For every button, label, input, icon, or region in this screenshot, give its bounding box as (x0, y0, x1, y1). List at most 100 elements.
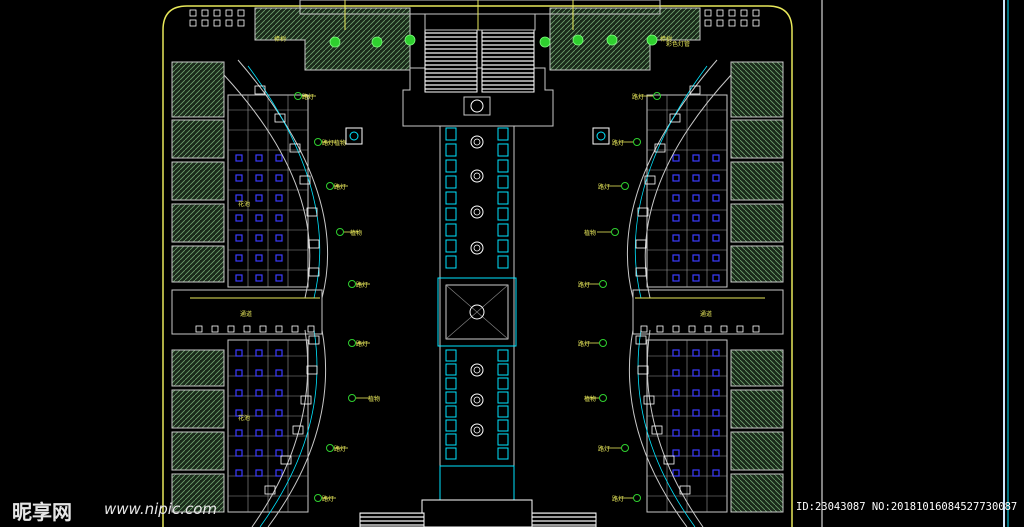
label-tree: 樟树 (660, 35, 672, 43)
column-marker (235, 234, 243, 242)
column-marker (275, 194, 283, 202)
column-marker (275, 349, 283, 357)
lamp-symbol (611, 228, 619, 236)
arcade-bench (643, 395, 655, 405)
column-marker (672, 469, 680, 477)
planting-bed (171, 119, 225, 159)
arcade-bench (274, 113, 286, 123)
watermark-id: ID:23043087 NO:20181016084527730087 (796, 501, 1018, 513)
arcade-inner-bottom (646, 329, 704, 527)
south-stairs (359, 512, 425, 527)
arcade-bench (300, 395, 312, 405)
label-lamp: 路灯 (632, 93, 644, 101)
arcade-outer-bottom (628, 329, 688, 527)
label-lamp: 路灯 (334, 445, 346, 453)
kiosk-icon (596, 131, 606, 141)
window-mark (704, 9, 712, 17)
arcade-bench (635, 239, 647, 249)
window-mark (728, 19, 736, 27)
window-mark (716, 19, 724, 27)
column-marker (692, 154, 700, 162)
paving-medallion (470, 363, 484, 377)
lamp-symbol (326, 182, 334, 190)
corridor-bollard (720, 325, 728, 333)
window-mark (237, 9, 245, 17)
corridor-bollard (672, 325, 680, 333)
watermark-url: www.nipic.com (104, 500, 218, 518)
window-mark (740, 19, 748, 27)
column-marker (712, 274, 720, 282)
paving-cell (497, 349, 509, 362)
corridor-bollard (275, 325, 283, 333)
planting-bed (730, 245, 784, 283)
entrance-emblem (463, 96, 491, 116)
window-mark (728, 9, 736, 17)
arcade-bench (654, 143, 666, 153)
label-lamp: 路灯 (322, 139, 334, 147)
planting-bed (730, 349, 784, 387)
corridor-bollard (640, 325, 648, 333)
column-marker (692, 449, 700, 457)
column-marker (692, 349, 700, 357)
paving-cell (497, 255, 509, 269)
column-marker (255, 469, 263, 477)
planting-bed (730, 389, 784, 429)
paving-cell (445, 377, 457, 390)
arcade-bench (292, 425, 304, 435)
label-flower: 花池 (238, 414, 250, 422)
arcade-bench (254, 85, 266, 95)
column-marker (235, 389, 243, 397)
entrance-emblem (470, 99, 484, 113)
corridor (171, 289, 323, 335)
planting-bed (730, 203, 784, 243)
column-marker (672, 429, 680, 437)
lamp-symbol (336, 228, 344, 236)
tree-symbol (404, 34, 416, 46)
label-color-lamp: 彩色灯管 (666, 40, 690, 48)
column-marker (275, 174, 283, 182)
planting-bed (171, 349, 225, 387)
arcade-bench (669, 113, 681, 123)
planting-bed (171, 161, 225, 201)
arcade-bench (651, 425, 663, 435)
column-marker (692, 214, 700, 222)
column-marker (672, 254, 680, 262)
lamp-symbol (314, 494, 322, 502)
column-marker (235, 274, 243, 282)
paving-medallion (470, 135, 484, 149)
paving-cell (445, 447, 457, 460)
south-stairs (531, 512, 597, 527)
planting-bed (730, 473, 784, 513)
planting-bed (171, 431, 225, 471)
paving-cell (445, 239, 457, 253)
paving-cell (497, 207, 509, 221)
tree-symbol (606, 34, 618, 46)
south-entrance (439, 465, 515, 501)
arcade-bench (306, 365, 318, 375)
arcade-light-strip (259, 329, 318, 527)
column-marker (275, 469, 283, 477)
arcade-inner-bottom (251, 329, 309, 527)
planting-bed (171, 473, 225, 513)
column-marker (712, 349, 720, 357)
corridor-bollard (291, 325, 299, 333)
column-marker (255, 174, 263, 182)
corridor-bollard (688, 325, 696, 333)
column-marker (235, 409, 243, 417)
lamp-symbol (348, 394, 356, 402)
paving-cell (445, 349, 457, 362)
column-marker (255, 389, 263, 397)
column-marker (235, 174, 243, 182)
column-marker (275, 274, 283, 282)
label-corridor: 通道 (700, 310, 712, 318)
paving-cell (445, 175, 457, 189)
label-lamp: 路灯 (598, 445, 610, 453)
kiosk-icon (592, 127, 610, 145)
window-mark (201, 9, 209, 17)
arcade-bench (679, 485, 691, 495)
paving-cell (497, 419, 509, 432)
corridor-bollard (227, 325, 235, 333)
tree-symbol (371, 36, 383, 48)
